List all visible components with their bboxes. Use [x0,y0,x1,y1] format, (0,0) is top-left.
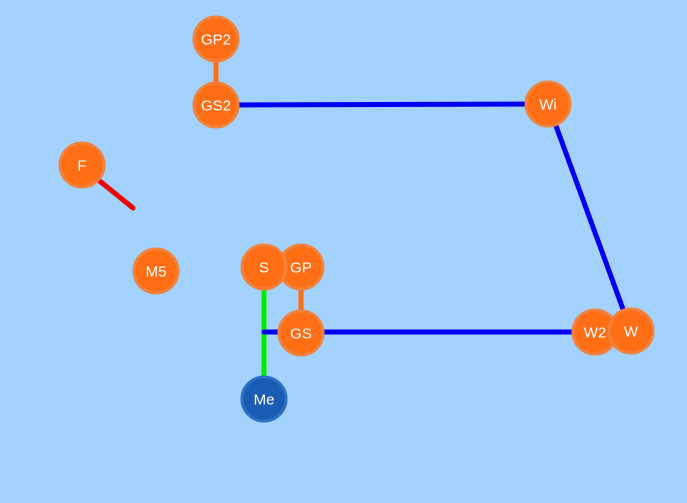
node-circle[interactable] [132,247,180,295]
node-circle[interactable] [524,80,572,128]
node-circle[interactable] [240,243,288,291]
node-circle[interactable] [240,375,288,423]
node-s[interactable]: S [240,243,288,291]
node-circle[interactable] [277,309,325,357]
edge-gs2-wi[interactable] [213,101,551,108]
node-circle[interactable] [58,141,106,189]
node-gs2[interactable]: GS2 [192,81,240,129]
node-circle[interactable] [607,307,655,355]
node-gp2[interactable]: GP2 [192,15,240,63]
edge-wi-w[interactable] [545,101,634,334]
node-circle[interactable] [192,81,240,129]
node-f[interactable]: F [58,141,106,189]
node-w[interactable]: W [607,307,655,355]
node-gs[interactable]: GS [277,309,325,357]
node-wi[interactable]: Wi [524,80,572,128]
node-circle[interactable] [192,15,240,63]
edge-f-stub[interactable] [93,175,136,211]
node-me[interactable]: Me [240,375,288,423]
node-m5[interactable]: M5 [132,247,180,295]
